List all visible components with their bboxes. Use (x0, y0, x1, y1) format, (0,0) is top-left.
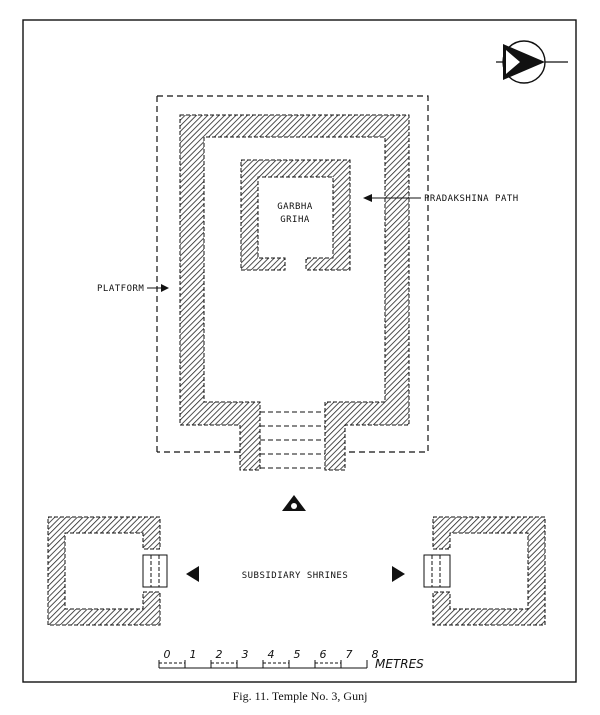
platform-leader (147, 284, 169, 292)
scale-tick-label: 1 (190, 648, 197, 661)
subsidiary-label: SUBSIDIARY SHRINES (242, 571, 349, 581)
north-arrow-icon (496, 40, 568, 84)
left-pointer-icon (186, 566, 199, 582)
garbha-label-line2: GRIHA (280, 215, 310, 225)
left-shrine-wall (47, 516, 161, 626)
pradakshina-leader (363, 194, 421, 202)
garbha-griha-wall (240, 159, 351, 271)
platform-label: PLATFORM (97, 284, 144, 294)
right-shrine-wall (432, 516, 546, 626)
scale-tick-label: 6 (320, 648, 327, 661)
entrance-steps (260, 411, 325, 469)
pradakshina-label: PRADAKSHINA PATH (424, 194, 519, 204)
right-shrine-steps (423, 554, 451, 588)
scale-tick-label: 8 (372, 648, 379, 661)
scale-tick-label: 7 (346, 648, 353, 661)
scale-tick-label: 0 (164, 648, 171, 661)
left-shrine-steps (142, 554, 168, 588)
garbha-label-line1: GARBHA (277, 202, 313, 212)
temple-plan: GARBHA GRIHA PRADAKSHINA PATH PLATFORM S… (22, 19, 577, 683)
enclosure-wall (179, 114, 410, 471)
scale-unit-label: METRES (375, 657, 424, 671)
scale-tick-label: 2 (216, 648, 223, 661)
platform-outline (157, 95, 429, 453)
entrance-arrow-icon (282, 495, 306, 511)
scale-tick-label: 3 (242, 648, 249, 661)
right-pointer-icon (392, 566, 405, 582)
scale-tick-label: 4 (268, 648, 275, 661)
figure-caption: Fig. 11. Temple No. 3, Gunj (232, 689, 368, 703)
figure-frame (22, 19, 577, 683)
scale-tick-label: 5 (294, 648, 301, 661)
